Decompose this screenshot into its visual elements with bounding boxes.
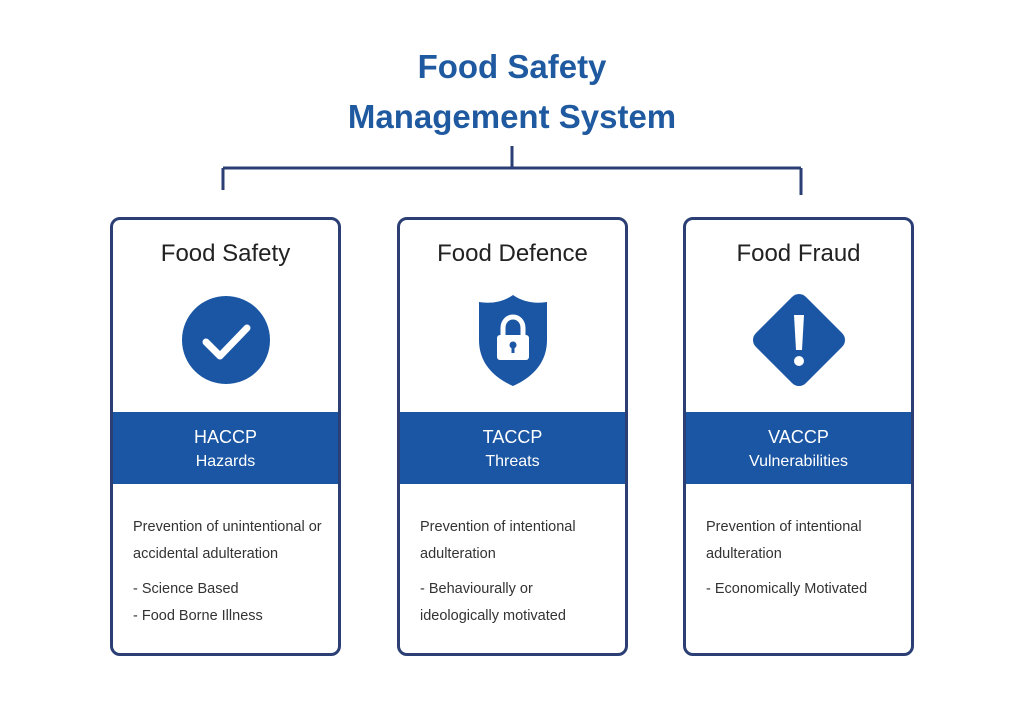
check-circle-icon [181, 296, 270, 384]
bullet-item: - Science Based [133, 581, 239, 597]
card-heading: Food Safety [160, 240, 291, 267]
band-code: VACCP [768, 427, 829, 447]
card-food-defence: Food Defence TACCP Threats Prevention of… [397, 217, 628, 656]
card-food-fraud: Food Fraud VACCP Vulnerabilities Prevent… [683, 217, 914, 656]
title-line-2: Management System [347, 98, 677, 135]
bullet-item: - Behaviourally or ideologically motivat… [420, 581, 566, 624]
band-code: HACCP [193, 427, 257, 447]
band-label: Threats [485, 453, 540, 470]
card-body: Prevention of intentional adulteration -… [420, 514, 613, 630]
bullet-item: - Food Borne Illness [133, 608, 263, 624]
card-body: Prevention of intentional adulteration -… [706, 514, 899, 603]
card-description: Prevention of unintentional or accidenta… [133, 519, 322, 562]
card-bullets: - Behaviourally or ideologically motivat… [420, 576, 613, 630]
title-line-1: Food Safety [417, 48, 607, 85]
card-band: TACCP Threats [400, 412, 625, 484]
bullet-item: - Economically Motivated [706, 581, 868, 597]
card-band: HACCP Hazards [113, 412, 338, 484]
band-label: Hazards [195, 453, 256, 470]
card-bullets: - Science Based - Food Borne Illness [133, 576, 326, 630]
band-code: TACCP [482, 427, 543, 447]
shield-lock-icon [478, 295, 547, 386]
card-heading: Food Fraud [736, 240, 861, 267]
card-description: Prevention of intentional adulteration [420, 519, 576, 562]
card-bullets: - Economically Motivated [706, 576, 899, 603]
page-title: Food Safety Management System [0, 42, 1024, 142]
card-description: Prevention of intentional adulteration [706, 519, 862, 562]
card-band: VACCP Vulnerabilities [686, 412, 911, 484]
band-label: Vulnerabilities [748, 453, 848, 470]
warning-diamond-icon [752, 294, 845, 386]
card-food-safety: Food Safety HACCP Hazards Prevention of … [110, 217, 341, 656]
card-heading: Food Defence [437, 240, 588, 267]
card-body: Prevention of unintentional or accidenta… [133, 514, 326, 630]
